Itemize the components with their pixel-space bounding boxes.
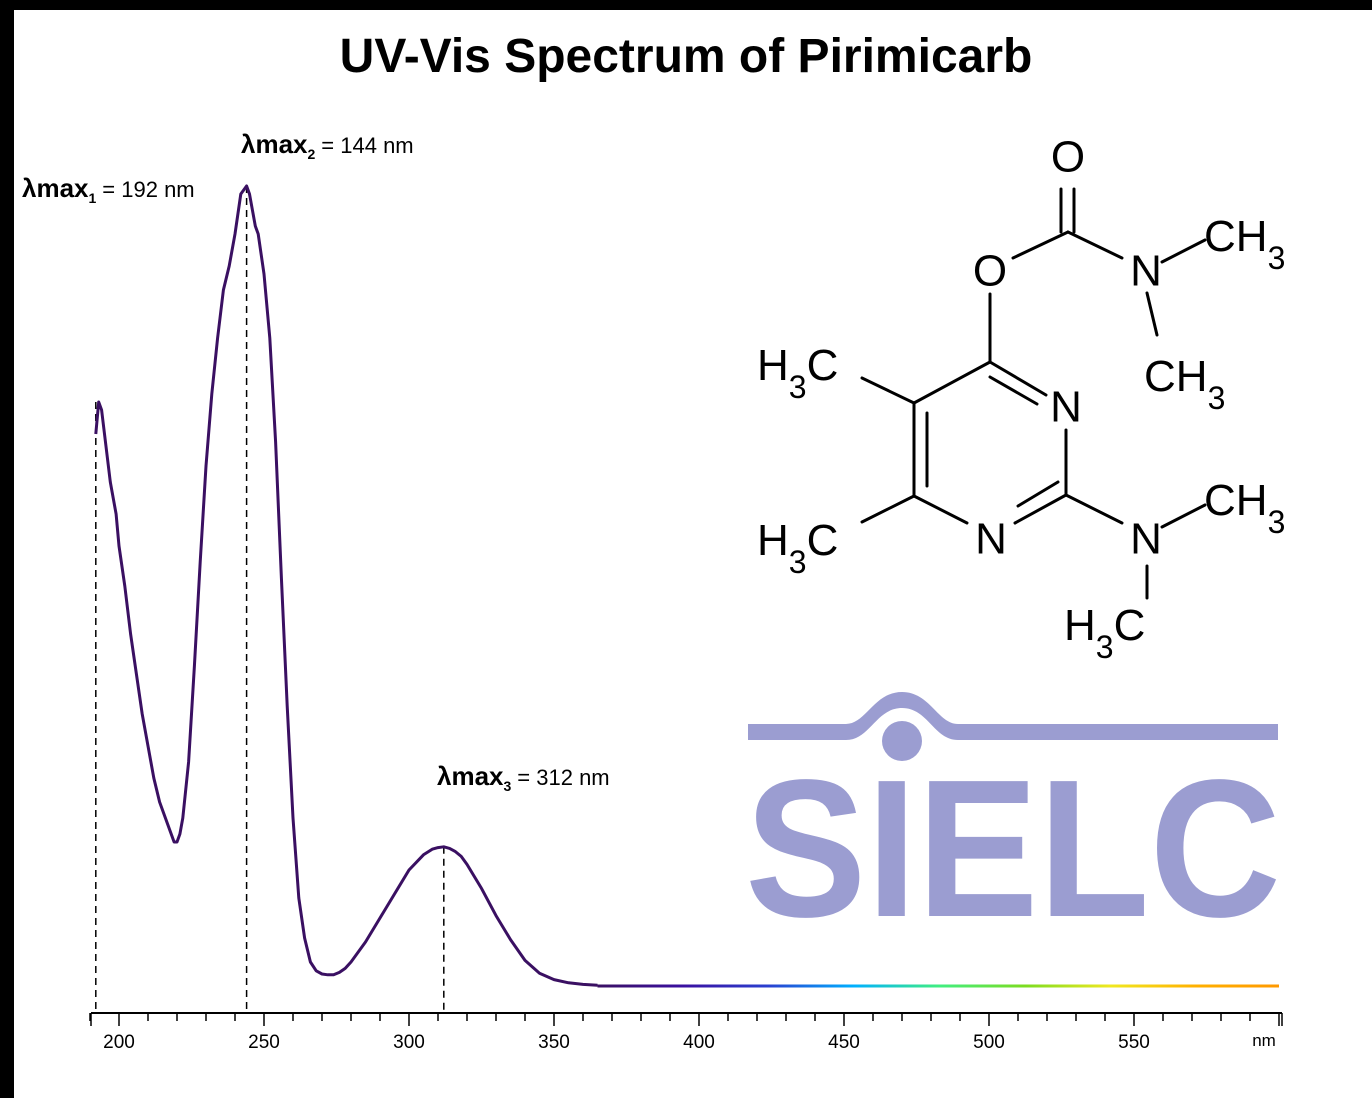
pirimicarb-structure (860, 187, 1207, 600)
sielc-logo-text: SIELC (745, 739, 1281, 958)
x-axis-unit-label: nm (1252, 1031, 1276, 1050)
sielc-logo: SIELC (745, 692, 1281, 958)
spectrum-curve (94, 184, 598, 987)
atom-n-ring-top: N (1050, 383, 1082, 432)
lambda-max-2-label: λmax2 = 144 nm (241, 129, 414, 162)
uv-vis-chart: UV-Vis Spectrum of Pirimicarb 200 250 300 3… (22, 30, 1285, 1053)
lambda-max-1-symbol: λmax (22, 173, 89, 203)
lambda-max-2-subscript: 2 (308, 146, 316, 162)
pirimicarb-atom-labels: O O N N N N CH3 CH3 CH3 H3C H3C H3C (757, 133, 1285, 665)
methyl-label-top-right: CH3 (1204, 212, 1285, 276)
atom-n-ring-bottom: N (975, 515, 1007, 564)
lambda-max-3-value: = 312 nm (517, 765, 609, 790)
lambda-max-2-value: = 144 nm (321, 133, 413, 158)
methyl-label-ring-upper: H3C (757, 341, 838, 405)
atom-n-carbamate: N (1130, 247, 1162, 296)
lambda-max-3-label: λmax3 = 312 nm (437, 761, 610, 794)
x-tick-label: 250 (248, 1032, 280, 1053)
lambda-max-2-symbol: λmax (241, 129, 308, 159)
x-tick-label: 200 (103, 1032, 135, 1053)
atom-o-carbonyl: O (1051, 133, 1085, 182)
x-tick-label: 350 (538, 1032, 570, 1053)
chart-title: UV-Vis Spectrum of Pirimicarb (340, 30, 1033, 83)
lambda-max-1-subscript: 1 (89, 190, 97, 206)
methyl-label-bottom-right: CH3 (1204, 476, 1285, 540)
spectrum-curve-group (94, 184, 1279, 988)
sielc-logo-dot (882, 721, 922, 761)
atom-o-ester: O (973, 247, 1007, 296)
sielc-logo-arc (748, 692, 1278, 740)
x-tick-label: 300 (393, 1032, 425, 1053)
lambda-max-3-subscript: 3 (504, 778, 512, 794)
methyl-label-amino-down: H3C (1064, 601, 1145, 665)
x-tick-label: 400 (683, 1032, 715, 1053)
lambda-max-guidelines (95, 186, 445, 1010)
methyl-label-ring-lower: H3C (757, 516, 838, 580)
atom-n-dimethylamino: N (1130, 515, 1162, 564)
lambda-max-1-label: λmax1 = 192 nm (22, 173, 195, 206)
lambda-max-1-value: = 192 nm (102, 177, 194, 202)
x-axis-ticks: 200 250 300 350 400 450 500 550 (89, 1013, 1283, 1053)
x-tick-label: 550 (1118, 1032, 1150, 1053)
x-tick-label: 450 (828, 1032, 860, 1053)
x-tick-label: 500 (973, 1032, 1005, 1053)
methyl-label-top-down: CH3 (1144, 352, 1225, 416)
lambda-max-3-symbol: λmax (437, 761, 504, 791)
